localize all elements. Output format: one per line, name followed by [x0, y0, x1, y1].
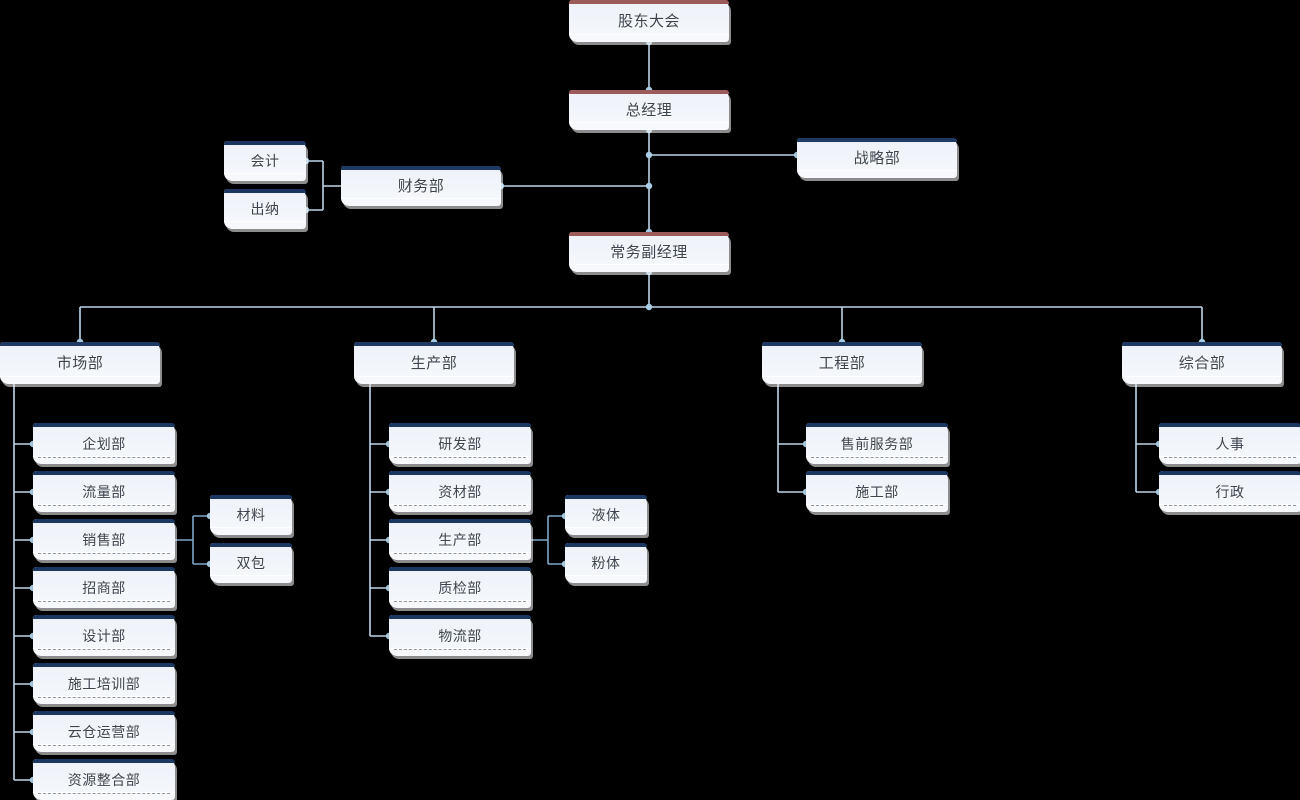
node-separator — [806, 456, 948, 457]
org-node-liquid[interactable]: 液体 — [565, 495, 647, 535]
org-node-gen-admin[interactable]: 行政 — [1159, 471, 1300, 512]
org-node-shareholders[interactable]: 股东大会 — [569, 0, 729, 42]
node-separator — [33, 600, 175, 601]
node-separator — [33, 504, 175, 505]
node-separator — [210, 575, 292, 576]
node-separator — [33, 744, 175, 745]
node-separator — [224, 173, 306, 174]
org-node-finance[interactable]: 财务部 — [341, 166, 501, 206]
org-node-label: 综合部 — [1178, 354, 1226, 372]
org-node-label: 总经理 — [625, 101, 673, 119]
node-separator — [210, 527, 292, 528]
node-separator — [354, 376, 514, 377]
org-node-label: 市场部 — [56, 354, 104, 372]
node-separator — [33, 792, 175, 793]
org-node-deputy-gm[interactable]: 常务副经理 — [569, 232, 729, 272]
org-node-market[interactable]: 市场部 — [0, 342, 160, 384]
org-node-label: 销售部 — [82, 531, 126, 548]
org-node-gm[interactable]: 总经理 — [569, 90, 729, 130]
org-node-label: 生产部 — [438, 531, 482, 548]
org-node-material[interactable]: 材料 — [210, 495, 292, 535]
node-separator — [569, 122, 729, 123]
org-node-general[interactable]: 综合部 — [1122, 342, 1282, 384]
org-node-mk-design[interactable]: 设计部 — [33, 615, 175, 656]
org-node-label: 流量部 — [82, 483, 126, 500]
org-node-label: 股东大会 — [617, 12, 680, 30]
org-node-label: 液体 — [591, 507, 621, 523]
node-separator — [33, 648, 175, 649]
node-separator — [33, 552, 175, 553]
org-node-label: 售前服务部 — [840, 435, 914, 452]
node-separator — [389, 456, 531, 457]
org-node-mk-traffic[interactable]: 流量部 — [33, 471, 175, 512]
org-node-label: 财务部 — [397, 177, 445, 195]
org-node-label: 质检部 — [438, 579, 482, 596]
org-node-mk-cloud[interactable]: 云仓运营部 — [33, 711, 175, 752]
org-node-label: 物流部 — [438, 627, 482, 644]
org-node-label: 行政 — [1215, 483, 1245, 500]
node-separator — [565, 527, 647, 528]
node-separator — [1159, 456, 1300, 457]
org-node-gen-hr[interactable]: 人事 — [1159, 423, 1300, 464]
node-separator — [565, 575, 647, 576]
node-separator — [569, 34, 729, 35]
org-node-label: 企划部 — [82, 435, 126, 452]
node-separator — [1159, 504, 1300, 505]
org-node-pd-qc[interactable]: 质检部 — [389, 567, 531, 608]
node-separator — [569, 264, 729, 265]
node-separator — [762, 376, 922, 377]
org-node-strategy[interactable]: 战略部 — [797, 138, 957, 178]
org-node-label: 人事 — [1215, 435, 1245, 452]
node-separator — [341, 198, 501, 199]
org-node-label: 粉体 — [591, 555, 621, 571]
org-node-label: 云仓运营部 — [67, 723, 141, 740]
org-node-label: 材料 — [236, 507, 266, 523]
org-node-label: 工程部 — [818, 354, 866, 372]
node-separator — [806, 504, 948, 505]
org-node-pd-make[interactable]: 生产部 — [389, 519, 531, 560]
node-separator — [224, 221, 306, 222]
org-node-pd-supply[interactable]: 资材部 — [389, 471, 531, 512]
org-node-production[interactable]: 生产部 — [354, 342, 514, 384]
org-node-eng-presale[interactable]: 售前服务部 — [806, 423, 948, 464]
org-node-label: 研发部 — [438, 435, 482, 452]
org-node-label: 战略部 — [853, 149, 901, 167]
org-node-mk-training[interactable]: 施工培训部 — [33, 663, 175, 704]
org-node-label: 设计部 — [82, 627, 126, 644]
org-node-label: 出纳 — [250, 201, 280, 217]
org-node-powder[interactable]: 粉体 — [565, 543, 647, 583]
org-node-label: 生产部 — [410, 354, 458, 372]
org-node-label: 双包 — [236, 555, 266, 571]
org-node-engineering[interactable]: 工程部 — [762, 342, 922, 384]
org-node-label: 常务副经理 — [610, 243, 688, 261]
org-node-eng-build[interactable]: 施工部 — [806, 471, 948, 512]
node-separator — [797, 170, 957, 171]
org-node-mk-resource[interactable]: 资源整合部 — [33, 759, 175, 800]
node-separator — [389, 648, 531, 649]
org-node-label: 施工培训部 — [67, 675, 141, 692]
org-node-mk-sales[interactable]: 销售部 — [33, 519, 175, 560]
node-separator — [389, 600, 531, 601]
node-separator — [33, 696, 175, 697]
org-node-mk-invest[interactable]: 招商部 — [33, 567, 175, 608]
node-separator — [389, 552, 531, 553]
org-node-cashier[interactable]: 出纳 — [224, 189, 306, 229]
node-separator — [389, 504, 531, 505]
org-node-label: 施工部 — [855, 483, 899, 500]
org-node-label: 会计 — [250, 153, 280, 169]
org-node-label: 资源整合部 — [67, 771, 141, 788]
org-node-pd-rd[interactable]: 研发部 — [389, 423, 531, 464]
org-node-mk-plan[interactable]: 企划部 — [33, 423, 175, 464]
org-node-pd-logi[interactable]: 物流部 — [389, 615, 531, 656]
org-node-label: 招商部 — [82, 579, 126, 596]
org-node-doublepack[interactable]: 双包 — [210, 543, 292, 583]
org-node-accounting[interactable]: 会计 — [224, 141, 306, 181]
node-separator — [33, 456, 175, 457]
org-node-label: 资材部 — [438, 483, 482, 500]
node-separator — [0, 376, 160, 377]
node-separator — [1122, 376, 1282, 377]
